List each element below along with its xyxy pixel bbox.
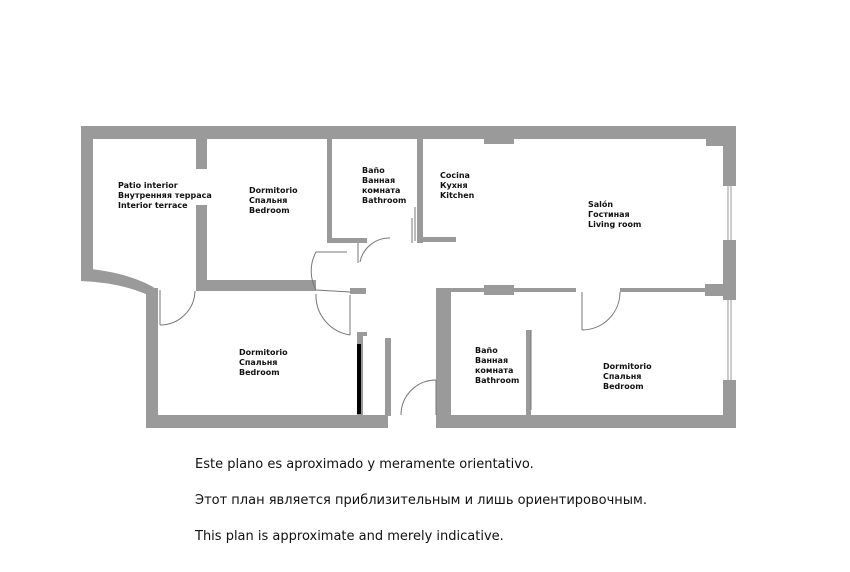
- room-label-patio: Patio interior Внутренняя терраса Interi…: [118, 181, 212, 211]
- room-label-living: Salón Гостиная Living room: [588, 200, 641, 230]
- room-label-ru2: комната: [475, 366, 514, 375]
- disclaimer-en: This plan is approximate and merely indi…: [195, 529, 504, 544]
- room-label-es: Dormitorio: [603, 362, 652, 371]
- room-label-bedroom-1: Dormitorio Спальня Bedroom: [249, 186, 298, 216]
- room-label-es: Patio interior: [118, 181, 178, 190]
- room-label-ru: Спальня: [603, 372, 642, 381]
- room-label-en: Bedroom: [239, 368, 280, 377]
- room-label-bathroom-2: Baño Ванная комната Bathroom: [475, 346, 519, 386]
- room-label-es: Baño: [362, 166, 385, 175]
- room-label-ru2: комната: [362, 186, 401, 195]
- room-label-kitchen: Cocina Кухня Kitchen: [440, 171, 474, 201]
- room-label-en: Bedroom: [603, 382, 644, 391]
- room-label-en: Interior terrace: [118, 201, 188, 210]
- room-label-es: Dormitorio: [239, 348, 288, 357]
- room-label-en: Bedroom: [249, 206, 290, 215]
- room-label-en: Bathroom: [362, 196, 407, 205]
- room-label-es: Dormitorio: [249, 186, 298, 195]
- room-label-ru: Внутренняя терраса: [118, 191, 212, 200]
- room-label-en: Living room: [588, 220, 642, 229]
- room-label-ru: Ванная: [475, 356, 509, 365]
- walls: [81, 126, 736, 428]
- disclaimer-ru: Этот план является приблизительным и лиш…: [195, 493, 647, 508]
- doors: [159, 207, 621, 416]
- room-label-ru: Гостиная: [588, 210, 630, 219]
- room-label-ru: Спальня: [239, 358, 278, 367]
- room-label-es: Salón: [588, 200, 614, 209]
- room-label-es: Baño: [475, 346, 498, 355]
- room-label-bedroom-2: Dormitorio Спальня Bedroom: [239, 348, 288, 378]
- room-label-bedroom-3: Dormitorio Спальня Bedroom: [603, 362, 652, 392]
- room-label-ru: Кухня: [440, 181, 468, 190]
- room-label-bathroom-1: Baño Ванная комната Bathroom: [362, 166, 406, 206]
- room-label-es: Cocina: [440, 171, 470, 180]
- room-label-ru: Спальня: [249, 196, 288, 205]
- disclaimer-es: Este plano es aproximado y meramente ori…: [195, 457, 534, 472]
- room-label-en: Kitchen: [440, 191, 475, 200]
- room-label-ru: Ванная: [362, 176, 396, 185]
- room-label-en: Bathroom: [475, 376, 520, 385]
